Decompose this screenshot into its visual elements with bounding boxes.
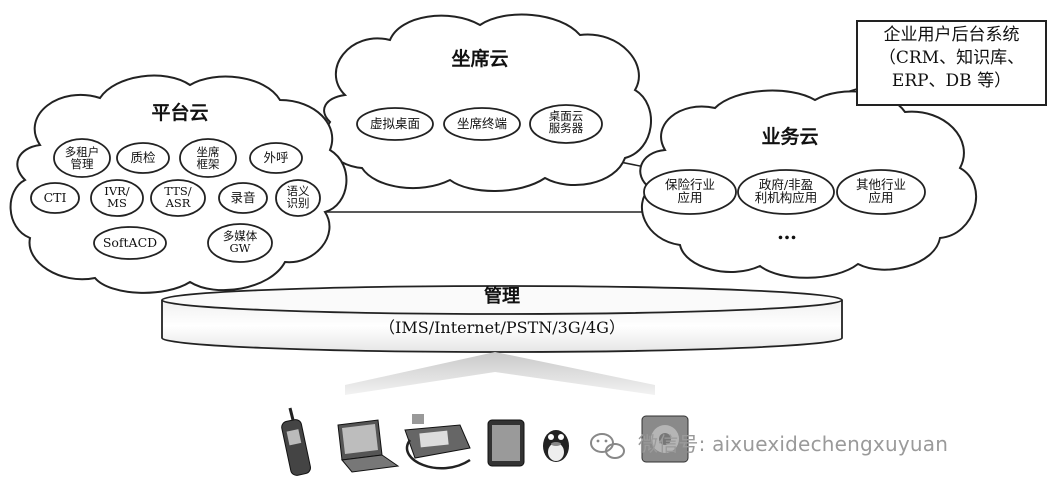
- business-node-other: 其他行业 应用: [841, 178, 921, 204]
- ivr-line2: MS: [107, 196, 127, 211]
- upward-arrow: [345, 352, 655, 395]
- platform-node-softacd: SoftACD: [102, 235, 158, 250]
- enterprise-box-line2: （CRM、知识库、: [878, 48, 1025, 68]
- tts-line1: TTS/: [164, 184, 192, 198]
- mobile-phone-icon: [281, 407, 311, 476]
- platform-node-multi-tenant: 多租户 管理: [56, 146, 108, 170]
- platform-node-tts-asr: TTS/ ASR: [154, 185, 202, 209]
- tablet-icon: [487, 419, 525, 467]
- management-title: 管理: [484, 286, 520, 307]
- desk-phone-icon: [404, 414, 471, 470]
- business-nodes: [643, 169, 926, 215]
- seat-node-server: 服务器: [548, 121, 584, 136]
- platform-node-cti: CTI: [43, 190, 67, 205]
- seat-cloud-title: 坐席云: [451, 48, 509, 70]
- insurance-line2: 应用: [677, 190, 703, 206]
- business-node-insurance: 保险行业 应用: [648, 178, 732, 204]
- government-line1: 政府/非盈: [758, 177, 814, 192]
- insurance-line1: 保险行业: [664, 177, 715, 192]
- multimedia-line2: GW: [229, 241, 251, 256]
- management-disc: [161, 285, 843, 353]
- speech-line2: 识别: [286, 196, 310, 211]
- multi-tenant-line2: 管理: [70, 157, 94, 172]
- tts-line2: ASR: [165, 196, 191, 211]
- watermark-text: 微信号: aixuexidechengxuyuan: [638, 432, 949, 456]
- platform-node-seat-framework: 坐席 框架: [182, 146, 234, 170]
- platform-node-outbound: 外呼: [263, 150, 289, 165]
- other-line2: 应用: [868, 190, 894, 206]
- platform-node-speech-recognition: 语义 识别: [278, 185, 318, 209]
- platform-node-recording: 录音: [230, 190, 256, 205]
- seat-node-desktop-cloud-server: 桌面云 服务器: [530, 110, 602, 134]
- platform-node-quality-check: 质检: [130, 150, 156, 165]
- enterprise-box-line1: 企业用户后台系统: [883, 25, 1020, 45]
- wechat-icon: [590, 433, 625, 459]
- business-node-more: …: [777, 220, 799, 244]
- multi-tenant-line1: 多租户: [64, 145, 100, 159]
- government-line2: 利机构应用: [754, 190, 818, 206]
- qq-penguin-icon: [543, 430, 569, 462]
- speech-line1: 语义: [286, 184, 310, 198]
- seat-cloud-shape: [323, 13, 652, 192]
- seat-framework-line2: 框架: [196, 157, 220, 172]
- platform-nodes: [30, 138, 321, 263]
- laptop-icon: [337, 419, 400, 473]
- other-line1: 其他行业: [855, 177, 906, 192]
- enterprise-system-box: 企业用户后台系统 （CRM、知识库、 ERP、DB 等）: [856, 20, 1047, 106]
- management-networks: （IMS/Internet/PSTN/3G/4G）: [379, 318, 625, 337]
- seat-node-terminal: 坐席终端: [456, 116, 507, 131]
- seat-node-desktop-cloud: 桌面云: [548, 109, 584, 123]
- platform-node-multimedia-gw: 多媒体 GW: [212, 230, 268, 254]
- business-node-government: 政府/非盈 利机构应用: [740, 178, 832, 204]
- multimedia-line1: 多媒体: [222, 229, 258, 243]
- ivr-line1: IVR/: [104, 184, 130, 198]
- seat-nodes: [356, 104, 603, 144]
- enterprise-box-line3: ERP、DB 等）: [891, 71, 1012, 91]
- business-cloud-title: 业务云: [761, 126, 819, 148]
- app-icon: [641, 415, 689, 463]
- seat-framework-line1: 坐席: [196, 145, 220, 159]
- seat-node-virtual-desktop: 虚拟桌面: [369, 116, 420, 131]
- platform-node-ivr-ms: IVR/ MS: [93, 185, 141, 209]
- platform-cloud-title: 平台云: [151, 102, 209, 124]
